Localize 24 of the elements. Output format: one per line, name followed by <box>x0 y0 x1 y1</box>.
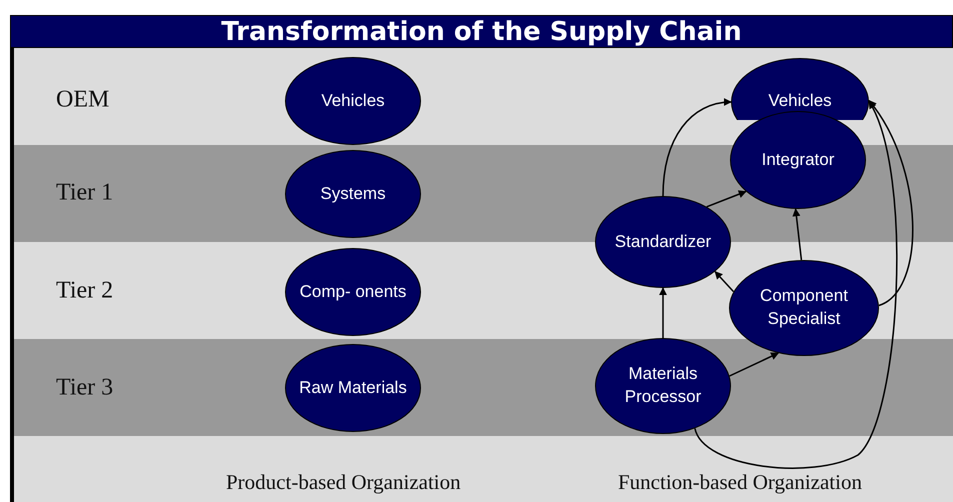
tier-label: Tier 2 <box>56 278 114 304</box>
node-label: Raw Materials <box>299 376 407 399</box>
column-caption: Product-based Organization <box>226 470 461 495</box>
arrow <box>714 271 734 292</box>
column-caption: Function-based Organization <box>618 470 862 495</box>
node-label: Materials Processor <box>624 363 702 408</box>
node-label: Vehicles <box>768 90 832 112</box>
arrow <box>694 100 898 469</box>
title-bar: Transformation of the Supply Chain <box>10 15 953 48</box>
node-label: Systems <box>320 182 386 205</box>
arrow <box>659 287 667 338</box>
tier-label: OEM <box>56 86 110 114</box>
arrow <box>662 98 732 196</box>
arrow <box>868 100 914 306</box>
node-label: Vehicles <box>321 90 385 112</box>
arrow <box>729 352 780 377</box>
tier-label: Tier 1 <box>56 180 114 206</box>
node-label: Standardizer <box>614 230 712 253</box>
arrow <box>706 190 747 208</box>
node-label: Comp- onents <box>300 280 406 303</box>
node-label: Component Specialist <box>759 285 849 330</box>
arrow <box>792 208 802 260</box>
tier-label: Tier 3 <box>56 374 114 402</box>
node-label: Integrator <box>762 148 834 171</box>
